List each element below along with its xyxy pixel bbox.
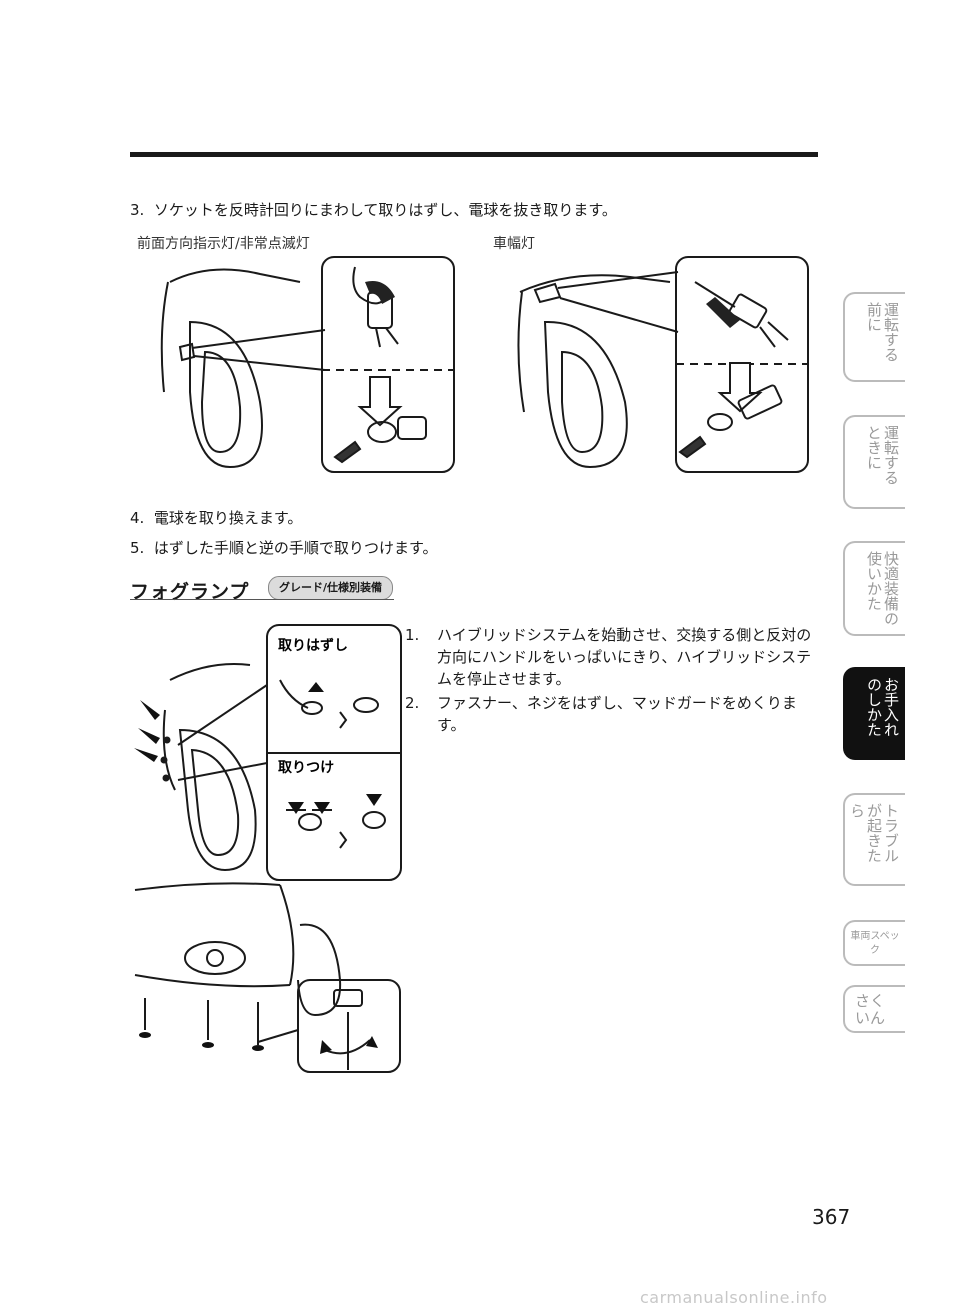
fog-step-1-text: ハイブリッドシステムを始動させ、交換する側と反対の方向にハンドルをいっぱいにきり… (437, 626, 812, 688)
watermark: carmanualsonline.info (640, 1288, 828, 1307)
side-marker-illustration (517, 256, 809, 473)
caption-turn-signal: 前面方向指示灯/非常点滅灯 (137, 236, 310, 252)
fog-step-1-number: 1. (405, 626, 420, 644)
tab-before-driving-label: 運転する前に (865, 302, 900, 362)
panel-label-remove: 取りはずし (278, 637, 348, 654)
mudguard-clip-illustration: 取りはずし 取りつけ (134, 624, 402, 881)
step-5-text: はずした手順と逆の手順で取りつけます。 (153, 539, 438, 557)
page-number: 367 (812, 1205, 851, 1229)
fog-lamp-steps: 1. ハイブリッドシステムを始動させ、交換する側と反対の方向にハンドルをいっぱい… (405, 624, 825, 738)
tab-index-label: さくいん (855, 992, 886, 1027)
tab-specifications[interactable]: 車両スペック (843, 920, 905, 966)
panel-label-install: 取りつけ (278, 760, 334, 776)
turn-signal-illustration (160, 256, 455, 473)
fog-step-1: 1. ハイブリッドシステムを始動させ、交換する側と反対の方向にハンドルをいっぱい… (405, 624, 825, 690)
section-underline (130, 599, 394, 600)
fog-step-2-text: ファスナー、ネジをはずし、マッドガードをめくります。 (437, 694, 797, 734)
step-4-text: 電球を取り換えます。 (153, 509, 303, 527)
step-3-number: 3. (130, 201, 145, 219)
fog-step-2: 2. ファスナー、ネジをはずし、マッドガードをめくります。 (405, 692, 825, 736)
step-5: 5. はずした手順と逆の手順で取りつけます。 (130, 538, 438, 558)
grade-badge: グレード/仕様別装備 (268, 576, 394, 600)
tab-specifications-label: 車両スペック (850, 931, 900, 956)
section-title: フォグランプ (130, 581, 250, 603)
bumper-screw-illustration (134, 882, 401, 1073)
tab-troubleshooting[interactable]: トラブルが起きたら (843, 793, 905, 886)
tab-index[interactable]: さくいん (843, 985, 905, 1033)
tab-comfort-features[interactable]: 快適装備の使いかた (843, 541, 905, 636)
tab-maintenance-label: お手入れのしかた (865, 677, 900, 737)
step-4: 4. 電球を取り換えます。 (130, 508, 302, 528)
tab-troubleshooting-label: トラブルが起きたら (848, 803, 900, 863)
step-3: 3. ソケットを反時計回りにまわして取りはずし、電球を抜き取ります。 (130, 200, 617, 220)
tab-before-driving[interactable]: 運転する前に (843, 292, 905, 382)
step-5-number: 5. (130, 539, 145, 557)
tab-while-driving[interactable]: 運転するときに (843, 415, 905, 509)
step-3-text: ソケットを反時計回りにまわして取りはずし、電球を抜き取ります。 (153, 201, 617, 219)
caption-side-marker: 車幅灯 (493, 236, 535, 252)
tab-comfort-features-label: 快適装備の使いかた (865, 551, 900, 626)
header-rule (130, 152, 818, 157)
step-4-number: 4. (130, 509, 145, 527)
fog-step-2-number: 2. (405, 694, 420, 712)
tab-maintenance[interactable]: お手入れのしかた (843, 667, 905, 760)
tab-while-driving-label: 運転するときに (865, 425, 900, 485)
